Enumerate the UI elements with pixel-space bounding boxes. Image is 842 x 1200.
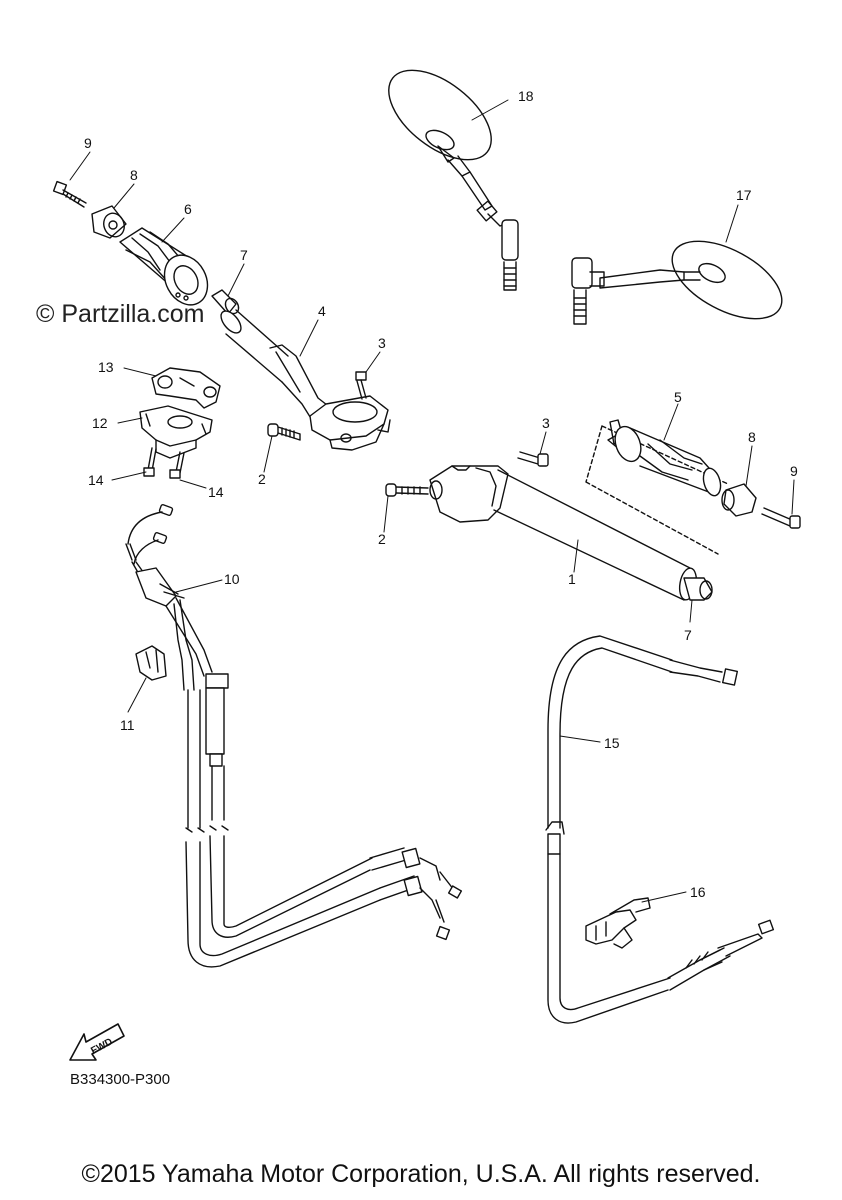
callout-15: 15 [604,735,620,751]
callout-18: 18 [518,88,534,104]
fwd-arrow-icon [69,1023,125,1061]
copyright-notice: ©2015 Yamaha Motor Corporation, U.S.A. A… [81,1160,761,1188]
bolt-3-right [517,451,549,467]
callout-16: 16 [690,884,706,900]
callout-layer: 18 9 8 6 7 17 4 3 13 12 14 14 2 3 5 8 9 … [84,88,798,900]
bolt-14-b [169,451,185,479]
left-handlebar [220,309,391,451]
callout-1: 1 [568,571,576,587]
callout-5: 5 [674,389,682,405]
collar-7-right [683,577,713,601]
clamp-11 [135,645,167,681]
callout-12: 12 [92,415,108,431]
callout-14: 14 [208,484,224,500]
mirror-left [388,69,519,291]
callout-2: 2 [258,471,266,487]
callout-7: 7 [684,627,692,643]
callout-2: 2 [378,531,386,547]
callout-6: 6 [184,201,192,217]
bolt-2-left [267,423,301,441]
bolt-3-left [355,371,367,400]
callout-10: 10 [224,571,240,587]
callout-11: 11 [120,717,135,733]
watermark-text: © Partzilla.com [36,300,205,328]
right-handlebar [429,465,698,601]
callout-4: 4 [318,303,326,319]
callout-13: 13 [98,359,114,375]
left-grip-assembly [52,180,240,315]
callout-7: 7 [240,247,248,263]
clamp-16 [585,897,651,949]
throttle-cables [125,504,463,968]
callout-8: 8 [130,167,138,183]
clutch-cable [545,635,775,1024]
callout-9: 9 [790,463,798,479]
lower-holder [139,405,213,459]
bolt-2-right [385,483,429,497]
callout-9: 9 [84,135,92,151]
right-grip-assembly [585,419,801,555]
callout-3: 3 [378,335,386,351]
callout-3: 3 [542,415,550,431]
upper-holder [151,367,221,409]
diagram-reference-code: B334300-P300 [70,1071,171,1088]
mirror-right [571,240,783,325]
leader-lines [69,99,795,903]
callout-14: 14 [88,472,104,488]
callout-8: 8 [748,429,756,445]
callout-17: 17 [736,187,752,203]
